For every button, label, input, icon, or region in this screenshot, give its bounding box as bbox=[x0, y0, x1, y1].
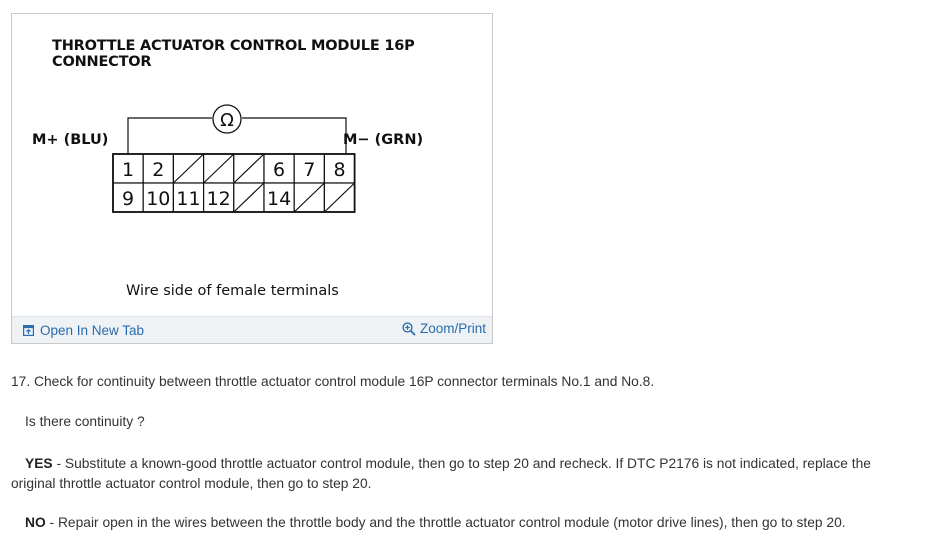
figure-footer: Open In New Tab Zoom/Print bbox=[12, 316, 492, 343]
empty-terminal-slash bbox=[203, 153, 235, 184]
empty-terminal-slash bbox=[172, 153, 205, 184]
continuity-question: Is there continuity ? bbox=[25, 414, 145, 429]
no-text: - Repair open in the wires between the t… bbox=[45, 515, 846, 530]
no-label: NO bbox=[25, 515, 46, 530]
diagram-caption: Wire side of female terminals bbox=[126, 283, 339, 299]
terminal-number: 7 bbox=[303, 159, 315, 181]
terminal-number: 1 bbox=[122, 159, 134, 181]
terminal-number: 6 bbox=[273, 159, 285, 181]
connector-frame bbox=[112, 153, 356, 213]
yes-answer: YES - Substitute a known-good throttle a… bbox=[11, 454, 891, 494]
empty-terminal-slash bbox=[233, 153, 265, 184]
ohm-symbol: Ω bbox=[220, 110, 234, 131]
terminal-number: 9 bbox=[122, 188, 134, 210]
no-answer: NO - Repair open in the wires between th… bbox=[25, 515, 846, 530]
terminal-number: 8 bbox=[333, 159, 345, 181]
m-minus-label: M− (GRN) bbox=[343, 132, 423, 148]
zoom-print-link[interactable]: Zoom/Print bbox=[402, 321, 486, 336]
terminal-number: 10 bbox=[146, 188, 170, 210]
terminal-number: 14 bbox=[267, 188, 291, 210]
empty-terminal-slash bbox=[233, 182, 265, 213]
terminal-cell bbox=[142, 153, 174, 184]
step-17-text: 17. Check for continuity between throttl… bbox=[11, 374, 655, 389]
yes-text: - Substitute a known-good throttle actua… bbox=[11, 456, 871, 491]
open-in-new-tab-label: Open In New Tab bbox=[40, 323, 145, 338]
diagram-title-line2: CONNECTOR bbox=[52, 54, 152, 70]
figure-card: THROTTLE ACTUATOR CONTROL MODULE 16P CON… bbox=[11, 13, 493, 344]
terminal-number: 12 bbox=[207, 188, 231, 210]
diagram-title: THROTTLE ACTUATOR CONTROL MODULE 16P CON… bbox=[52, 38, 452, 70]
terminal-number: 2 bbox=[152, 159, 164, 181]
open-in-new-tab-link[interactable]: Open In New Tab bbox=[23, 323, 144, 338]
probe-wire-right bbox=[242, 117, 347, 154]
m-plus-label: M+ (BLU) bbox=[32, 132, 108, 148]
empty-terminal-slash bbox=[293, 182, 325, 213]
diagram-title-line1: THROTTLE ACTUATOR CONTROL MODULE 16P bbox=[52, 38, 415, 54]
terminal-cell bbox=[142, 182, 174, 213]
new-tab-icon bbox=[23, 325, 34, 336]
terminal-number: 11 bbox=[176, 188, 200, 210]
empty-terminal-slash bbox=[323, 182, 356, 213]
ohmmeter-icon bbox=[212, 104, 242, 134]
yes-label: YES bbox=[25, 456, 53, 471]
zoom-print-label: Zoom/Print bbox=[419, 321, 486, 336]
zoom-icon bbox=[402, 321, 416, 336]
probe-wire-left bbox=[127, 117, 212, 154]
